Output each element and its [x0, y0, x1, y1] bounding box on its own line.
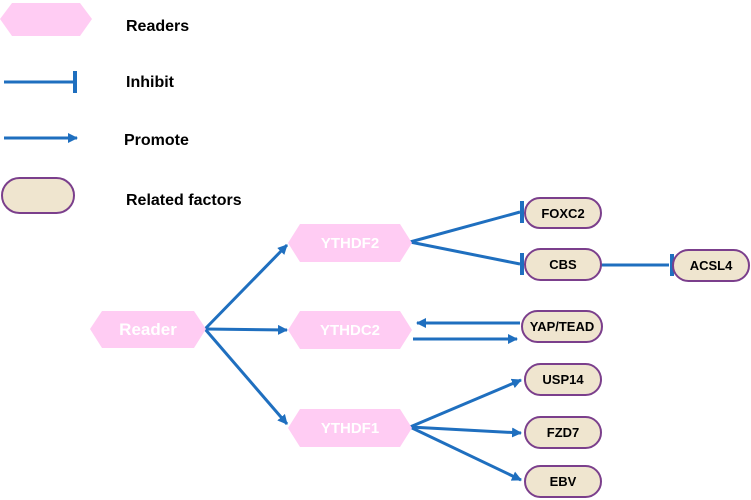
- inhibit-ythdf2-to-cbs: [409, 240, 521, 266]
- node-usp14-label: USP14: [542, 372, 584, 387]
- node-acsl4: ACSL4: [672, 249, 750, 282]
- node-cbs-label: CBS: [549, 257, 577, 272]
- node-foxc2: FOXC2: [524, 197, 602, 229]
- node-yap-tead: YAP/TEAD: [521, 310, 603, 343]
- arrow-reader-to-ythdf1: [203, 328, 289, 425]
- node-ythdf2: YTHDF2: [288, 224, 412, 262]
- legend-inhibit-label: Inhibit: [126, 74, 175, 91]
- node-acsl4-label: ACSL4: [690, 258, 733, 273]
- arrow-ythdf1-to-fzd7: [409, 425, 522, 438]
- legend-related-factors-label: Related factors: [126, 192, 242, 209]
- reader-nodes: Reader YTHDF2 YTHDC2 YTHDF1: [90, 224, 412, 447]
- arrow-reader-to-ythdc2: [204, 324, 288, 335]
- inhibit-ythdf2-to-foxc2: [409, 210, 521, 244]
- legend-related-factors-pill: [1, 177, 75, 214]
- arrow-reader-to-ythdf2: [203, 243, 289, 331]
- connections: [203, 201, 674, 482]
- legend-readers-label: Readers: [126, 18, 189, 35]
- node-ythdf1: YTHDF1: [288, 409, 412, 447]
- arrow-ythdf1-to-ebv: [409, 425, 522, 482]
- factor-nodes: FOXC2 CBS ACSL4 YAP/TEAD USP14 FZD7 EBV: [521, 197, 750, 498]
- node-fzd7: FZD7: [524, 416, 602, 449]
- node-ythdf2-label: YTHDF2: [321, 235, 379, 252]
- legend: Readers Inhibit Promote Related factors: [0, 3, 242, 214]
- legend-promote-label: Promote: [124, 132, 189, 149]
- node-usp14: USP14: [524, 363, 602, 396]
- node-yap-tead-label: YAP/TEAD: [530, 319, 595, 334]
- node-foxc2-label: FOXC2: [541, 206, 584, 221]
- node-ebv: EBV: [524, 465, 602, 498]
- node-ythdc2: YTHDC2: [288, 311, 412, 349]
- node-ythdf1-label: YTHDF1: [321, 420, 379, 437]
- node-ebv-label: EBV: [550, 474, 577, 489]
- legend-readers-hexagon: [0, 3, 92, 36]
- arrow-ythdf1-to-usp14: [409, 378, 522, 429]
- node-reader: Reader: [90, 311, 206, 348]
- node-cbs: CBS: [524, 248, 602, 281]
- node-reader-label: Reader: [119, 320, 177, 339]
- node-ythdc2-label: YTHDC2: [320, 322, 380, 339]
- node-fzd7-label: FZD7: [547, 425, 580, 440]
